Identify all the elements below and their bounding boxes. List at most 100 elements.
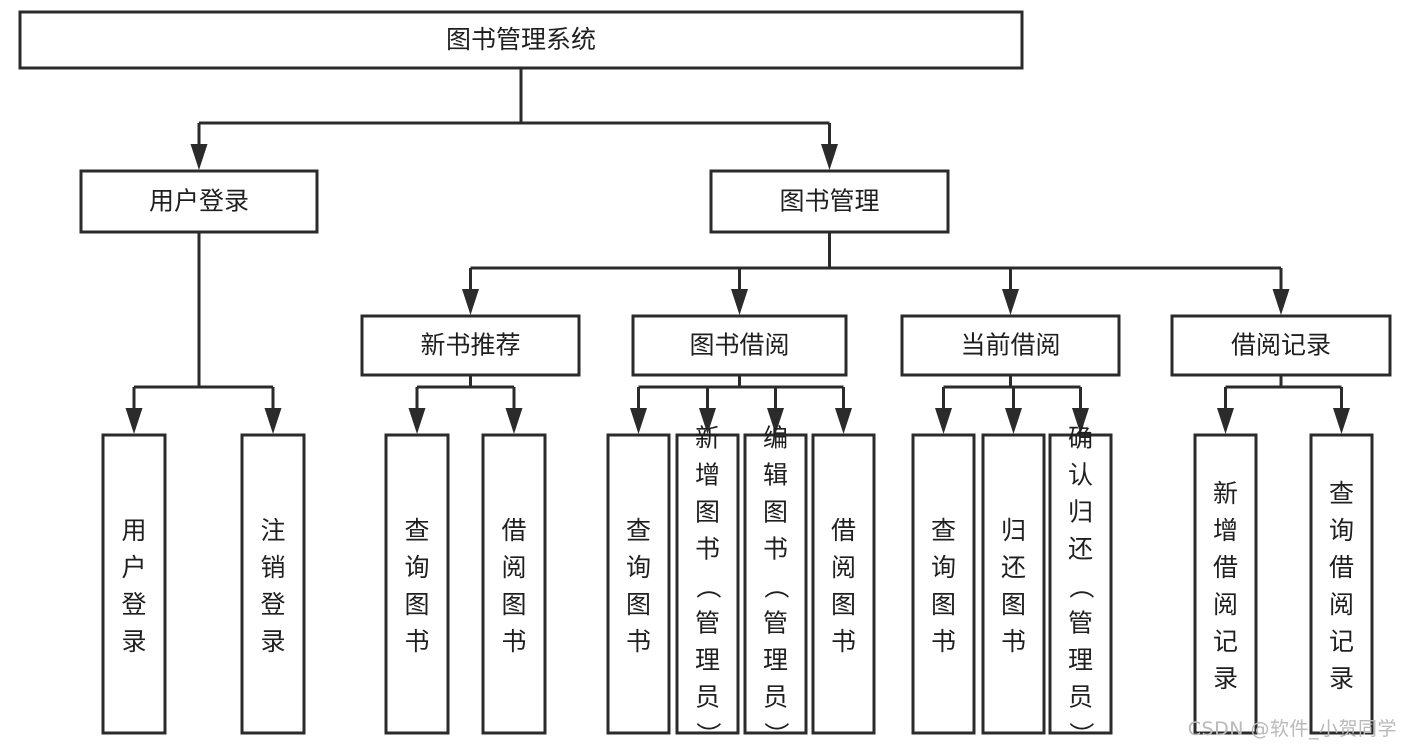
node-box — [911, 433, 976, 735]
node-label-char: 书 — [1001, 627, 1026, 656]
node-label: 图书管理系统 — [446, 25, 596, 54]
node-label-char: （ — [1067, 574, 1096, 599]
node-box — [981, 433, 1046, 735]
arrow-head-icon — [1333, 408, 1350, 434]
arrow-head-icon — [1005, 408, 1022, 434]
node-box — [481, 433, 547, 735]
node-label: 图书借阅 — [689, 331, 789, 360]
arrow-head-icon — [1272, 289, 1290, 315]
node-label: 借阅记录 — [1231, 331, 1331, 360]
node-root[interactable]: 图书管理系统 — [18, 10, 1024, 70]
node-label-char: 借 — [1329, 553, 1354, 582]
node-label-char: 员 — [763, 682, 788, 711]
node-label-char: 阅 — [1213, 590, 1238, 619]
node-label-char: 录 — [1213, 664, 1238, 693]
node-label-char: 询 — [404, 553, 429, 582]
arrow-head-icon — [731, 289, 748, 315]
node-label-char: 书 — [931, 627, 956, 656]
node-label-char: 录 — [1329, 664, 1354, 693]
node-borrow-record[interactable]: 借阅记录 — [1170, 314, 1392, 377]
node-label-char: 阅 — [831, 553, 856, 582]
arrow-head-icon — [699, 408, 716, 434]
node-label-char: 记 — [1329, 627, 1354, 656]
node-label-char: 销 — [260, 553, 285, 582]
node-box — [360, 314, 581, 377]
node-user-login[interactable]: 用户登录 — [79, 169, 319, 234]
node-label-char: 理 — [763, 645, 788, 674]
node-box — [631, 314, 848, 377]
node-box — [79, 169, 319, 234]
node-label-char: 记 — [1213, 627, 1238, 656]
node-label-char: 图 — [404, 590, 429, 619]
node-box — [743, 433, 808, 735]
node-label-char: 新 — [1213, 479, 1238, 508]
node-label-char: 管 — [695, 608, 720, 637]
node-label-char: 户 — [121, 553, 146, 582]
node-leaf-user-login[interactable]: 用户登录 — [101, 433, 167, 735]
arrow-head-icon — [505, 408, 523, 434]
node-current-borrow[interactable]: 当前借阅 — [900, 314, 1121, 377]
arrow-head-icon — [767, 408, 784, 434]
node-label: 新书推荐 — [420, 331, 520, 360]
node-box — [1048, 433, 1113, 735]
node-label-char: 管 — [763, 608, 788, 637]
node-label-char: 录 — [260, 627, 285, 656]
node-label-char: 登 — [260, 590, 285, 619]
arrow-head-icon — [264, 408, 282, 434]
node-label-char: 图 — [626, 590, 651, 619]
node-book-borrow[interactable]: 图书借阅 — [631, 314, 848, 377]
node-label-char: 书 — [501, 627, 526, 656]
arrow-head-icon — [462, 289, 479, 315]
node-label-char: 借 — [501, 516, 526, 545]
node-label-char: 归 — [1068, 497, 1093, 526]
node-label-char: 用 — [121, 516, 146, 545]
node-label-char: 阅 — [501, 553, 526, 582]
node-label: 图书管理 — [779, 187, 879, 216]
connector-group — [190, 68, 838, 170]
node-new-book-recommend[interactable]: 新书推荐 — [360, 314, 581, 377]
node-label-char: 归 — [1001, 516, 1026, 545]
node-label-char: 录 — [121, 627, 146, 656]
arrow-head-icon — [835, 408, 852, 434]
node-label-char: 增 — [695, 460, 720, 489]
connector-group — [462, 232, 1290, 315]
node-label-char: 查 — [404, 516, 429, 545]
node-label-char: 理 — [695, 645, 720, 674]
node-box — [384, 433, 450, 735]
node-label-char: ） — [694, 722, 723, 747]
node-label-char: 借 — [831, 516, 856, 545]
node-label-char: 确 — [1068, 423, 1093, 452]
node-label-char: 询 — [626, 553, 651, 582]
nodes-layer: 图书管理系统用户登录图书管理新书推荐图书借阅当前借阅借阅记录用户登录注销登录查询… — [18, 10, 1392, 747]
node-label-char: 辑 — [763, 460, 788, 489]
node-label-char: 书 — [626, 627, 651, 656]
node-book-manage[interactable]: 图书管理 — [709, 169, 950, 234]
node-box — [1309, 433, 1374, 735]
node-box — [240, 433, 306, 735]
arrow-head-icon — [1217, 408, 1234, 434]
connector-group — [1217, 375, 1350, 434]
node-label-char: 书 — [831, 627, 856, 656]
node-label-char: 书 — [763, 534, 788, 563]
node-box — [900, 314, 1121, 377]
node-box — [675, 433, 740, 735]
node-label-char: 图 — [695, 497, 720, 526]
node-label-char: ） — [1067, 722, 1096, 747]
node-label-char: 还 — [1001, 553, 1026, 582]
node-box — [18, 10, 1024, 70]
node-label-char: （ — [694, 574, 723, 599]
